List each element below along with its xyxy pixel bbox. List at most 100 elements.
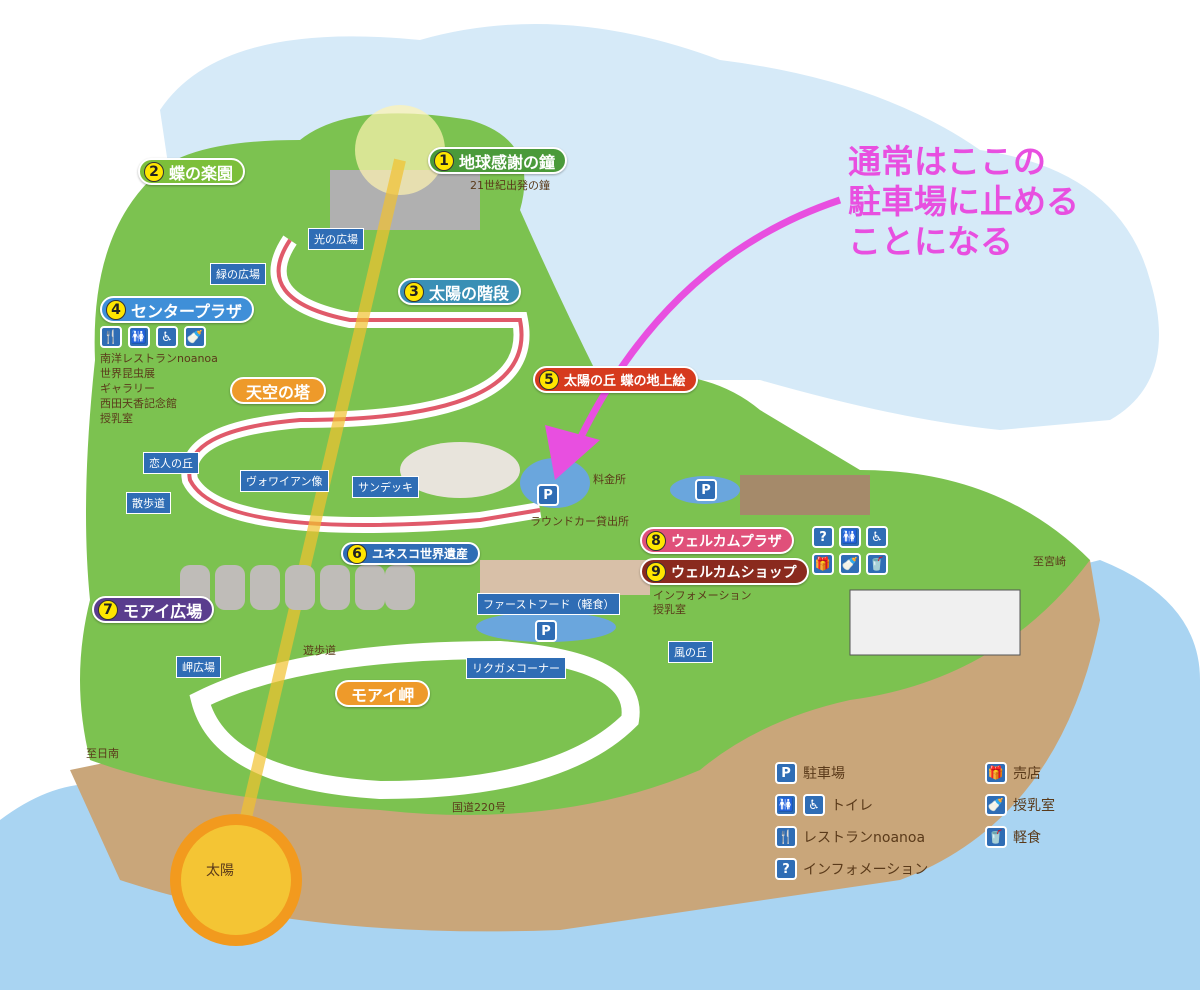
annotation-note: 通常はここの 駐車場に止める ことになる <box>848 142 1079 262</box>
spot-name: 太陽の丘 蝶の地上絵 <box>564 374 686 389</box>
building-right <box>849 589 1021 656</box>
promenade-text: 遊歩道 <box>303 644 336 657</box>
tag-tortoise-corner: リクガメコーナー <box>466 657 566 679</box>
legend-label: 売店 <box>1013 766 1041 782</box>
annotation-arrow <box>566 196 842 462</box>
spot-number: 1 <box>434 150 454 171</box>
legend-toilet: 🚻 ♿ トイレ <box>775 794 873 816</box>
legend-nursing: 🍼 授乳室 <box>985 794 1055 816</box>
nursing-icon: 🍼 <box>184 326 206 348</box>
parking-icon: P <box>775 762 797 784</box>
toilet-icon: 🚻 <box>128 326 150 348</box>
butterfly-geoglyph <box>400 442 520 498</box>
spot-number: 4 <box>106 299 126 320</box>
to-miyazaki-text: 至宮崎 <box>1033 555 1066 568</box>
wheelchair-icon: ♿ <box>866 526 888 548</box>
spot-number: 9 <box>646 561 666 582</box>
spot-6-label[interactable]: 6 ユネスコ世界遺産 <box>341 542 481 565</box>
legend-label: インフォメーション <box>803 862 929 878</box>
spot-name: モアイ広場 <box>123 601 203 621</box>
legend-label: 軽食 <box>1013 830 1041 846</box>
legend-label: 駐車場 <box>803 766 845 782</box>
wheelchair-icon: ♿ <box>156 326 178 348</box>
roundcar-text: ラウンドカー貸出所 <box>530 515 629 528</box>
moai-cape-label[interactable]: モアイ岬 <box>335 680 431 707</box>
spot-name: 蝶の楽園 <box>169 163 234 183</box>
tag-hikari-plaza: 光の広場 <box>308 228 364 250</box>
facility-item: ギャラリー <box>100 382 155 395</box>
spot-number: 8 <box>646 530 666 551</box>
facility-item: 南洋レストランnoanoa <box>100 352 218 365</box>
parking-icon[interactable]: P <box>535 620 557 642</box>
legend-snack: 🥤 軽食 <box>985 826 1041 848</box>
tag-wind-hill: 風の丘 <box>668 641 713 663</box>
legend-label: レストランnoanoa <box>803 830 926 846</box>
note-line: 駐車場に止める <box>848 182 1079 221</box>
facility-item: 西田天香記念館 <box>100 397 177 410</box>
snack-icon: 🥤 <box>985 826 1007 848</box>
spot-number: 7 <box>98 599 118 620</box>
nursing-text: 授乳室 <box>653 603 686 616</box>
legend-info: ? インフォメーション <box>775 858 928 880</box>
spot-9-label[interactable]: 9 ウェルカムショップ <box>640 558 809 585</box>
info-icon: ? <box>775 858 797 880</box>
tag-fastfood: ファーストフード（軽食） <box>477 593 621 615</box>
nursing-icon: 🍼 <box>839 553 861 575</box>
legend-label: トイレ <box>831 798 873 814</box>
spot-name: 太陽の階段 <box>429 283 510 303</box>
facility-item: 授乳室 <box>100 412 133 425</box>
legend-shop: 🎁 売店 <box>985 762 1041 784</box>
shop-icon: 🎁 <box>985 762 1007 784</box>
snack-icon: 🥤 <box>866 553 888 575</box>
bell-21-text: 21世紀出発の鐘 <box>470 179 550 192</box>
island-grass <box>80 113 1090 816</box>
wheelchair-icon: ♿ <box>803 794 825 816</box>
tag-walkway: 散歩道 <box>126 492 171 514</box>
spot-name: 地球感謝の鐘 <box>459 152 556 172</box>
spot-8-label[interactable]: 8 ウェルカムプラザ <box>640 527 794 554</box>
annotation-arrowhead <box>545 425 600 480</box>
spot-number: 3 <box>404 281 424 302</box>
spot-name: センタープラザ <box>131 301 243 321</box>
spot-name: ウェルカムプラザ <box>671 533 782 550</box>
welcome-plaza-building <box>480 560 650 595</box>
info-text: インフォメーション <box>653 589 752 602</box>
tag-voyan-statue: ヴォワイアン像 <box>240 470 329 492</box>
note-line: ことになる <box>848 222 1013 261</box>
nursing-icon: 🍼 <box>985 794 1007 816</box>
tollgate-text: 料金所 <box>593 473 626 486</box>
spot-name: ユネスコ世界遺産 <box>372 547 469 561</box>
spot-number: 6 <box>347 543 367 564</box>
spot-number: 2 <box>144 161 164 182</box>
tower-label[interactable]: 天空の塔 <box>230 377 327 404</box>
restaurant-icon: 🍴 <box>775 826 797 848</box>
shop-icon: 🎁 <box>812 553 834 575</box>
note-line: 通常はここの <box>848 142 1046 181</box>
tag-sundeck: サンデッキ <box>352 476 419 498</box>
parking-icon[interactable]: P <box>695 479 717 501</box>
route-220-text: 国道220号 <box>452 801 506 814</box>
wooden-fence <box>740 475 870 515</box>
to-nichinan-text: 至日南 <box>86 747 119 760</box>
tag-lovers-hill: 恋人の丘 <box>143 452 199 474</box>
legend-label: 授乳室 <box>1013 798 1055 814</box>
parking-icon[interactable]: P <box>537 484 559 506</box>
legend-parking: P 駐車場 <box>775 762 845 784</box>
sun-icon <box>170 814 302 946</box>
sun-ray-line <box>230 158 406 862</box>
info-icon: ? <box>812 526 834 548</box>
facility-item: 世界昆虫展 <box>100 367 155 380</box>
toilet-icon: 🚻 <box>775 794 797 816</box>
toilet-icon: 🚻 <box>839 526 861 548</box>
legend-restaurant: 🍴 レストランnoanoa <box>775 826 925 848</box>
tag-midori-plaza: 緑の広場 <box>210 263 266 285</box>
center-plaza-facilities: 南洋レストランnoanoa 世界昆虫展 ギャラリー 西田天香記念館 授乳室 <box>100 351 218 426</box>
spot-name: ウェルカムショップ <box>671 564 797 581</box>
